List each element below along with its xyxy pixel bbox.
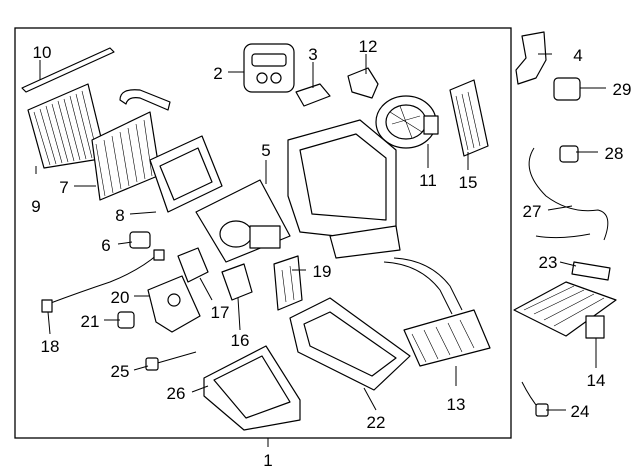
part-16-actuator [221,263,253,301]
callout-8: 8 [115,206,124,225]
assembly-frame [14,27,512,439]
part-5-housing-upper [195,179,291,263]
callout-6: 6 [101,236,110,255]
part-25-probe [145,351,197,371]
part-27-hose [528,147,609,241]
part-15-module [449,79,489,157]
callout-13: 13 [447,395,466,414]
callout-29: 29 [613,80,632,99]
callout-17: 17 [211,303,230,322]
callout-25: 25 [111,362,130,381]
part-18-wiring-harness [41,249,165,313]
callout-24: 24 [571,402,590,421]
part-24-fitting [521,381,549,417]
part-4-duct [515,31,547,85]
callout-10: 10 [33,43,52,62]
callout-3: 3 [308,45,317,64]
callout-19: 19 [313,262,332,281]
callout-labels: 2 3 4 5 6 7 8 9 10 11 12 13 14 15 16 17 … [31,37,631,432]
part-29-sensor [553,77,581,101]
part-20-mode-actuator [147,275,201,333]
callout-23: 23 [539,253,558,272]
part-7-evaporator [91,89,171,201]
callout-20: 20 [111,288,130,307]
part-14-rear-core [513,281,617,339]
part-23-block [571,261,611,281]
part-12-bracket [347,67,379,99]
callout-27: 27 [523,202,542,221]
callout-16: 16 [231,331,250,350]
part-2-control-panel [243,43,295,93]
callout-15: 15 [459,173,478,192]
part-6-actuator [129,231,151,249]
part-8-case-frame [149,135,223,213]
callout-26: 26 [167,384,186,403]
callout-2: 2 [213,64,222,83]
part-26-lower-housing [203,345,301,431]
callout-4: 4 [573,46,582,65]
callout-11: 11 [419,171,437,190]
callout-9: 9 [31,197,40,216]
callout-18: 18 [41,337,60,356]
part-19-bracket [273,255,303,311]
leader-lines [35,53,606,411]
callout-22: 22 [367,413,386,432]
callout-7: 7 [59,178,68,197]
callout-12: 12 [359,37,378,56]
part-10-seal-strip [21,47,115,93]
part-28-clip [559,145,579,163]
assembly-label: 1 [263,451,272,470]
callout-14: 14 [587,371,606,390]
part-22-lower-case [289,297,411,391]
part-3-sensor [295,83,331,107]
callout-28: 28 [605,144,624,163]
part-21-sensor [117,311,135,329]
part-11-blower-motor [375,95,439,149]
part-13-heater-core [383,257,491,367]
callout-21: 21 [81,312,100,331]
part-17-actuator [177,247,209,283]
callout-5: 5 [261,141,270,160]
part-hvac-case [287,119,401,259]
